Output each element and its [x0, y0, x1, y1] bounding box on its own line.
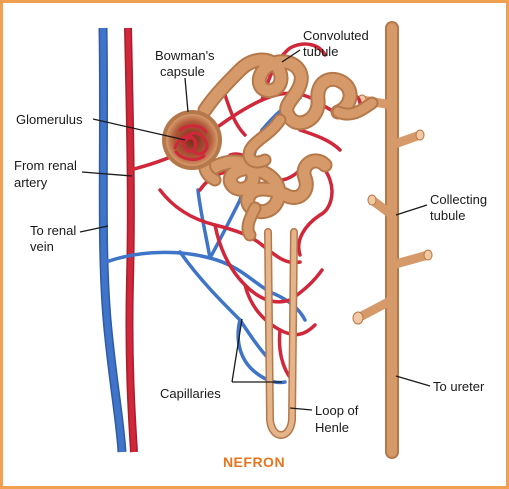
label-loop-line1: Loop of: [315, 403, 359, 418]
labels: Bowman's capsule Convoluted tubule Glome…: [14, 28, 487, 470]
label-capillaries: Capillaries: [160, 386, 221, 401]
label-loop-line2: Henle: [315, 420, 349, 435]
label-bowmans-line1: Bowman's: [155, 48, 215, 63]
label-convoluted-line1: Convoluted: [303, 28, 369, 43]
label-collecting-line2: tubule: [430, 208, 465, 223]
label-to-vein-line1: To renal: [30, 223, 76, 238]
label-convoluted-line2: tubule: [303, 44, 338, 59]
label-from-artery-line1: From renal: [14, 158, 77, 173]
label-to-vein-line2: vein: [30, 239, 54, 254]
label-collecting-line1: Collecting: [430, 192, 487, 207]
diagram-title: NEFRON: [223, 454, 285, 470]
label-from-artery-line2: artery: [14, 175, 48, 190]
renal-vein: [98, 27, 127, 453]
pointer-lines: [79, 49, 431, 411]
convoluted-tubule: [197, 52, 379, 242]
renal-artery: [124, 27, 138, 453]
label-to-ureter: To ureter: [433, 379, 485, 394]
loop-of-henle: [264, 228, 298, 439]
label-bowmans-line2: capsule: [160, 64, 205, 79]
label-glomerulus: Glomerulus: [16, 112, 83, 127]
glomerulus: [173, 124, 209, 161]
collecting-tubule: [352, 21, 433, 459]
